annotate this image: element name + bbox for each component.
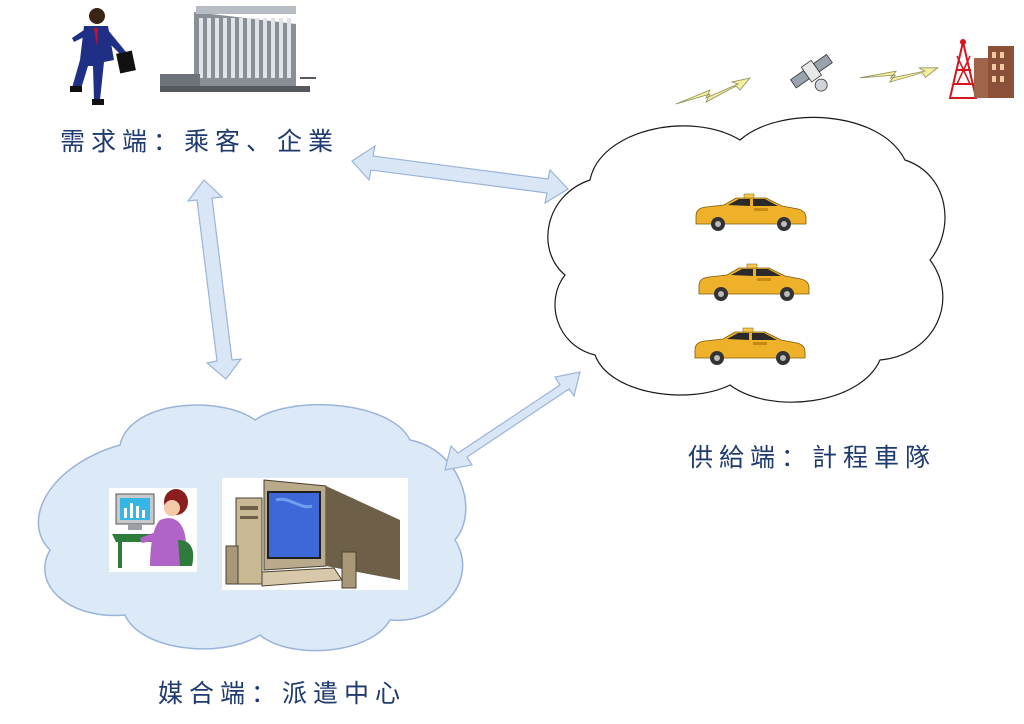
office-building-icon [160,6,316,92]
businessman-icon [70,8,136,105]
arrow-demand-matching [186,179,243,380]
arrow-demand-supply [351,144,569,205]
supply-side-label: 供給端：計程車隊 [688,443,937,472]
satellite-icon [789,53,833,92]
desktop-computer-icon [222,478,408,590]
operator-at-computer-icon [109,488,197,572]
radio-tower-icon [948,39,1014,99]
arrow-matching-supply [444,371,581,471]
demand-side-label: 需求端：乘客、企業 [60,127,340,156]
lightning-icon [675,77,751,105]
lightning-icon [859,51,939,94]
matching-side-label: 媒合端：派遣中心 [158,679,407,708]
supply-cloud [547,116,946,403]
